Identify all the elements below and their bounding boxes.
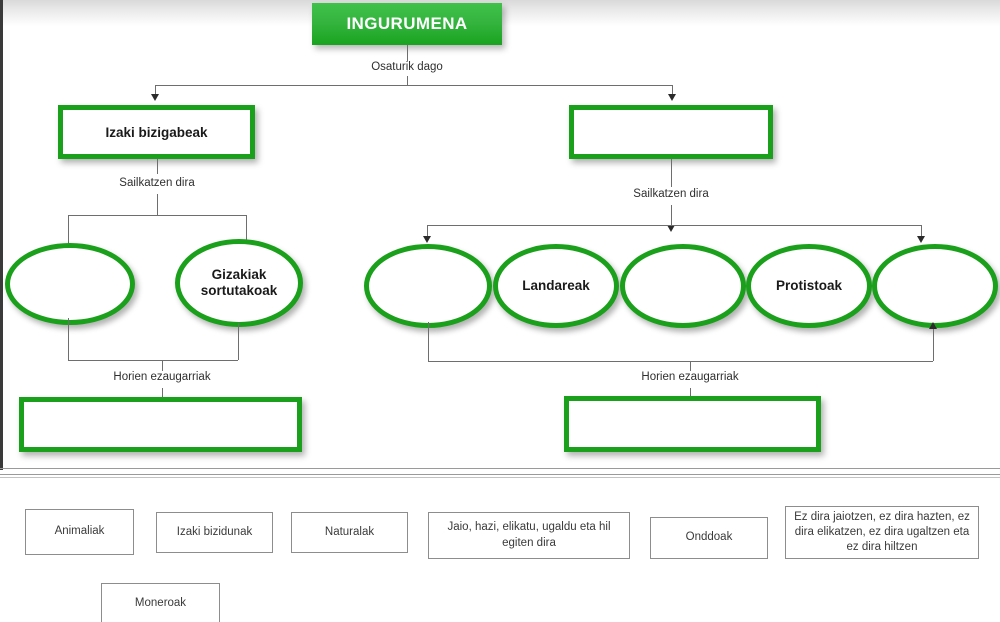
connector-right-split-left xyxy=(427,225,428,237)
arrow-right-classify xyxy=(667,225,675,232)
connector-top-stem xyxy=(407,76,408,85)
connector-left-features-stem xyxy=(162,360,163,371)
node-right-top-blank[interactable] xyxy=(569,105,773,159)
node-bottom-left-blank[interactable] xyxy=(19,397,302,452)
node-ellipse-left-blank[interactable] xyxy=(5,243,135,325)
node-izaki-bizigabeak[interactable]: Izaki bizigabeak xyxy=(58,105,255,159)
connector-banner-stem xyxy=(407,45,408,61)
word-bank-item-0-label: Animaliak xyxy=(54,525,105,538)
edge-label-left-sailkatzen: Sailkatzen dira xyxy=(119,177,195,189)
word-bank-item-6-label: Moneroak xyxy=(134,596,187,609)
connector-top-bar xyxy=(155,85,673,86)
word-bank-item-0[interactable]: Animaliak xyxy=(25,509,134,555)
connector-top-left-drop xyxy=(155,85,156,95)
word-bank-item-4-label: Onddoak xyxy=(685,531,733,544)
node-protistoak-label: Protistoak xyxy=(775,278,843,294)
node-izaki-bizigabeak-label: Izaki bizigabeak xyxy=(105,124,208,140)
arrow-top-right xyxy=(668,94,676,101)
page-left-border xyxy=(0,0,3,470)
word-bank-item-5-label: Ez dira jaiotzen, ez dira hazten, ez dir… xyxy=(794,510,970,554)
arrow-top-left xyxy=(151,94,159,101)
connector-right-classify-stem xyxy=(671,159,672,187)
connector-right-split-right xyxy=(921,225,922,237)
section-divider-top-line xyxy=(0,468,1000,469)
connector-left-split-right xyxy=(246,215,247,255)
connector-left-split-bar xyxy=(68,215,246,216)
connector-left-features-stem2 xyxy=(162,388,163,397)
edge-label-left-ezaugarriak: Horien ezaugarriak xyxy=(113,371,211,383)
connector-top-right-drop xyxy=(672,85,673,95)
connector-right-merge-right xyxy=(933,329,934,361)
word-bank-item-1[interactable]: Izaki bizidunak xyxy=(156,512,273,553)
title-banner-label: INGURUMENA xyxy=(346,14,468,33)
connector-left-merge-left xyxy=(68,318,69,360)
node-landareak-label: Landareak xyxy=(522,278,590,294)
connector-right-features-stem2 xyxy=(690,388,691,397)
node-ellipse-right-5-blank[interactable] xyxy=(872,244,998,328)
word-bank-item-2[interactable]: Naturalak xyxy=(291,512,408,553)
section-divider-shadow-line xyxy=(0,477,1000,478)
title-banner[interactable]: INGURUMENA xyxy=(312,3,502,45)
arrow-right-merge-up xyxy=(929,322,937,329)
connector-left-classify-stem xyxy=(157,159,158,174)
word-bank-item-4[interactable]: Onddoak xyxy=(650,517,768,559)
edge-label-right-sailkatzen: Sailkatzen dira xyxy=(633,188,709,200)
arrow-right-last-ellipse xyxy=(917,236,925,243)
edge-label-right-ezaugarriak: Horien ezaugarriak xyxy=(641,371,739,383)
node-landareak[interactable]: Landareak xyxy=(493,244,619,328)
connector-left-merge-bar xyxy=(68,360,238,361)
connector-right-classify-stem2 xyxy=(671,205,672,227)
connector-left-split-left xyxy=(68,215,69,255)
connector-right-features-stem xyxy=(690,361,691,371)
connector-left-merge-right xyxy=(238,323,239,360)
connector-left-classify-stem2 xyxy=(157,194,158,215)
arrow-right-first-ellipse xyxy=(423,236,431,243)
connector-right-merge-left xyxy=(428,322,429,361)
word-bank-item-3-label: Jaio, hazi, elikatu, ugaldu eta hil egit… xyxy=(447,521,611,549)
connector-right-merge-bar xyxy=(428,361,933,362)
node-protistoak[interactable]: Protistoak xyxy=(746,244,872,328)
edge-label-osaturik-dago: Osaturik dago xyxy=(371,61,443,73)
node-gizakiak-sortutakoak-label: Gizakiak sortutakoak xyxy=(200,267,278,298)
word-bank-item-5[interactable]: Ez dira jaiotzen, ez dira hazten, ez dir… xyxy=(785,506,979,559)
node-ellipse-right-3-blank[interactable] xyxy=(620,244,746,328)
node-ellipse-right-1-blank[interactable] xyxy=(364,244,492,328)
section-divider-bottom-line xyxy=(0,474,1000,475)
node-gizakiak-sortutakoak[interactable]: Gizakiak sortutakoak xyxy=(175,239,303,327)
word-bank-item-3[interactable]: Jaio, hazi, elikatu, ugaldu eta hil egit… xyxy=(428,512,630,559)
word-bank-item-2-label: Naturalak xyxy=(324,525,375,538)
connector-right-split-bar xyxy=(427,225,922,226)
node-bottom-right-blank[interactable] xyxy=(564,396,821,452)
word-bank-item-1-label: Izaki bizidunak xyxy=(176,525,253,538)
word-bank-item-6[interactable]: Moneroak xyxy=(101,583,220,622)
